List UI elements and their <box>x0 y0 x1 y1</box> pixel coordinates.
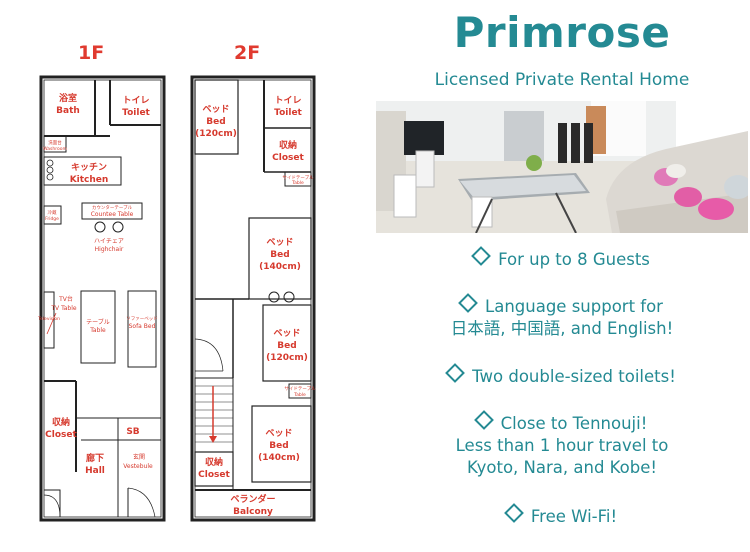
sb-label: SB <box>126 427 139 437</box>
hall-label-en: Hall <box>85 466 105 476</box>
floor2-plan <box>190 75 316 522</box>
sidetable1-label-en: Table <box>291 180 304 186</box>
closet3-label-jp: 収納 <box>205 456 223 468</box>
sofa-label-en: Sofa Bed <box>129 323 156 330</box>
washroom-label-jp: 洗面台 <box>48 139 62 146</box>
bed3-size: (120cm) <box>266 353 308 363</box>
listing-subtitle: Licensed Private Rental Home <box>434 70 690 90</box>
bed3-label-en: Bed <box>277 341 296 351</box>
fridge-label-en: Fridge <box>45 216 59 222</box>
hall-label-jp: 廊下 <box>86 452 104 464</box>
tv-pointer <box>46 312 57 335</box>
bed4-label-jp: ベッド <box>265 428 292 439</box>
floor-plan: 浴室 Bath トイレ Toilet 洗面台 Washroom キッチン Kit… <box>37 75 316 522</box>
table-label-jp: テーブル <box>86 318 110 326</box>
fridge-label-jp: 冷蔵 <box>48 209 57 216</box>
tv-label-jp: TV台 <box>58 295 73 303</box>
feature-language: Language support for 日本語, 中国語, and Engli… <box>374 293 750 340</box>
kitchen-label-en: Kitchen <box>70 175 109 185</box>
bed1-label-en: Bed <box>206 117 225 127</box>
diamond-bullet-icon <box>473 410 494 430</box>
counter-label-en: Countee Table <box>91 211 134 218</box>
vestibule-label-jp: 玄関 <box>133 453 145 461</box>
feature-toilets: Two double-sized toilets! <box>374 363 750 388</box>
sofa-label-jp: ソファーベッド <box>126 316 158 322</box>
bath-label-jp: 浴室 <box>59 92 77 104</box>
toilet2-label-en: Toilet <box>274 108 302 118</box>
diamond-bullet-icon <box>471 246 491 266</box>
closet1-label-jp: 収納 <box>52 416 70 428</box>
floor1-label: 1F <box>78 42 105 64</box>
closet2f-label-jp: 収納 <box>279 139 297 151</box>
sidetable1-label-jp: サイドテーブル <box>282 174 314 181</box>
toilet1-label-en: Toilet <box>122 108 150 118</box>
bed1-label-jp: ベッド <box>202 104 229 115</box>
balcony-label-jp: ベランダー <box>230 493 275 505</box>
toilet2-label-jp: トイレ <box>274 95 301 106</box>
bed3-label-jp: ベッド <box>273 328 300 339</box>
diamond-bullet-icon <box>503 503 524 523</box>
feature-wifi: Free Wi-Fi! <box>374 503 750 528</box>
floor2-labels: ベッド Bed (120cm) トイレ Toilet 収納 Closet サイド… <box>195 95 316 517</box>
washroom-label-en: Washroom <box>43 146 67 152</box>
tv-extra-label: Television <box>37 316 60 322</box>
bed1-size: (120cm) <box>195 129 237 139</box>
closet3-label-en: Closet <box>198 470 230 480</box>
kitchen-label-jp: キッチン <box>71 162 107 173</box>
sidetable2-label-en: Table <box>293 392 306 398</box>
tv-label-en: TV Table <box>50 305 77 312</box>
closet2f-label-en: Closet <box>272 153 304 163</box>
diamond-bullet-icon <box>458 293 478 313</box>
feature-guests: For up to 8 Guests <box>374 246 750 271</box>
stair-arrow <box>209 386 217 443</box>
floor1-labels: 浴室 Bath トイレ Toilet 洗面台 Washroom キッチン Kit… <box>37 92 158 476</box>
vestibule-label-en: Vestebule <box>123 463 153 470</box>
counter-label-jp: カウンターテーブル <box>92 204 133 211</box>
closet1-label-en: Closet <box>45 430 77 440</box>
toilet1-label-jp: トイレ <box>122 95 149 106</box>
living-room-photo <box>376 101 748 233</box>
bath-label-en: Bath <box>56 106 80 116</box>
table-label-en: Table <box>89 327 106 334</box>
feature-location: Close to Tennouji! Less than 1 hour trav… <box>374 410 750 479</box>
bed4-size: (140cm) <box>258 453 300 463</box>
sidetable2-label-jp: サイドテーブル <box>284 385 316 392</box>
bed2-label-en: Bed <box>270 250 289 260</box>
balcony-label-en: Balcony <box>233 507 273 517</box>
floor1-plan <box>39 75 166 522</box>
bed2-label-jp: ベッド <box>266 237 293 248</box>
highchair-label-jp: ハイチェア <box>94 238 124 245</box>
listing-title: Primrose <box>453 8 671 57</box>
bed4-label-en: Bed <box>269 441 288 451</box>
floor2-label: 2F <box>234 42 261 64</box>
diamond-bullet-icon <box>445 363 466 383</box>
bed2-size: (140cm) <box>259 262 301 272</box>
listing-panel: Primrose Licensed Private Rental Home <box>374 0 750 552</box>
highchair-label-en: Highchair <box>95 246 124 253</box>
